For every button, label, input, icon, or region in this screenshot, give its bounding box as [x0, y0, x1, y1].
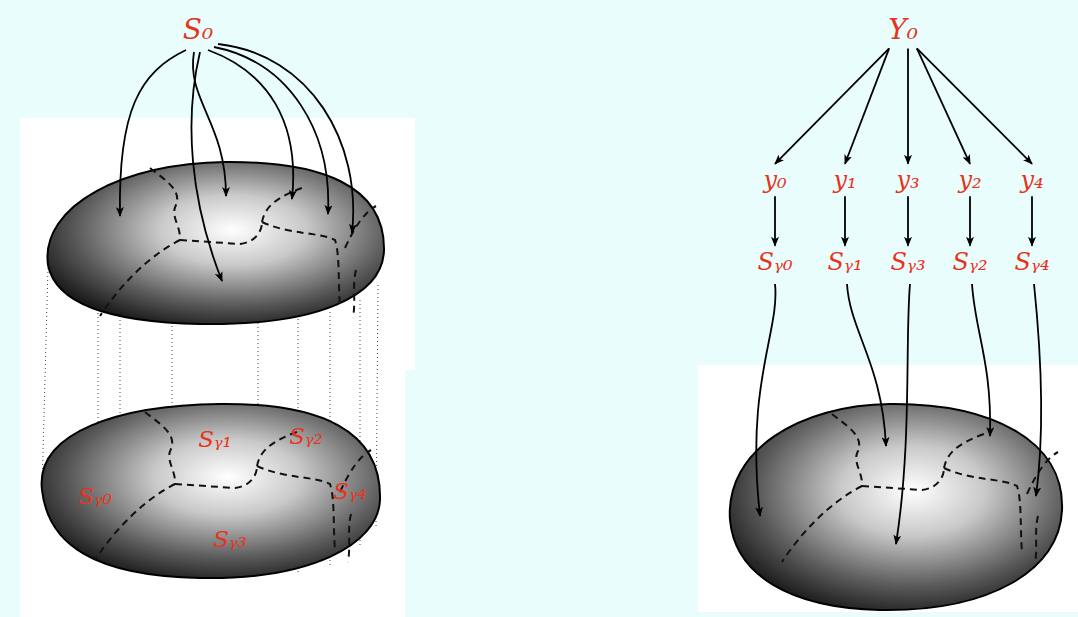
mapping-arrow	[844, 196, 846, 246]
math-symbol: y₁	[833, 167, 856, 193]
math-label-node: y₄	[1017, 165, 1046, 195]
mapping-arrow	[845, 48, 889, 163]
mapping-arrow	[969, 196, 971, 246]
region-label: Sᵧ₃	[213, 527, 247, 552]
math-label-node: y₀	[760, 165, 789, 195]
region-boundaries	[100, 168, 376, 318]
mapping-arrow	[917, 48, 970, 163]
math-symbol: y₂	[958, 167, 981, 193]
region-label: Sᵧ₄	[333, 479, 367, 504]
math-symbol: Sᵧ₃	[890, 249, 925, 275]
bottom-blob	[42, 404, 380, 578]
region-label: Sᵧ₀	[78, 484, 112, 509]
math-label-node: S₀	[180, 13, 216, 48]
top-blob	[47, 162, 384, 324]
math-symbol: Sᵧ₂	[952, 249, 987, 275]
mapping-arrow	[1031, 196, 1033, 246]
mapping-arrow	[907, 48, 909, 163]
region-boundaries	[782, 414, 1058, 564]
math-symbol: y₃	[896, 167, 919, 193]
mapping-arrow	[775, 48, 889, 163]
math-label-node: Sᵧ₄	[1011, 247, 1052, 277]
region-label: Sᵧ₂	[289, 424, 323, 449]
math-symbol: y₄	[1020, 167, 1043, 193]
math-label-node: Sᵧ₂	[949, 247, 990, 277]
white-panel	[20, 118, 415, 370]
math-label-node: y₂	[955, 165, 984, 195]
math-symbol: Sᵧ₄	[1014, 249, 1049, 275]
math-label-node: y₃	[893, 165, 922, 195]
math-label-node: Sᵧ₁	[824, 247, 865, 277]
math-symbol: S₀	[183, 15, 213, 46]
math-label-node: y₁	[830, 165, 859, 195]
right-blob	[730, 404, 1062, 610]
math-label-node: Sᵧ₀	[754, 247, 795, 277]
region-label: Sᵧ₁	[198, 427, 232, 452]
math-symbol: Sᵧ₁	[827, 249, 862, 275]
math-label-node: Y₀	[885, 13, 921, 48]
math-symbol: Y₀	[888, 15, 918, 46]
mapping-arrows	[120, 44, 1041, 544]
math-label-node: Sᵧ₃	[887, 247, 928, 277]
region-boundaries	[95, 412, 371, 562]
mapping-arrow	[917, 48, 1032, 163]
math-symbol: y₀	[763, 167, 786, 193]
mapping-arrow	[907, 196, 909, 246]
math-symbol: Sᵧ₀	[757, 249, 792, 275]
white-panel	[20, 365, 405, 617]
mapping-arrow	[774, 196, 776, 246]
white-panel	[698, 365, 1078, 612]
